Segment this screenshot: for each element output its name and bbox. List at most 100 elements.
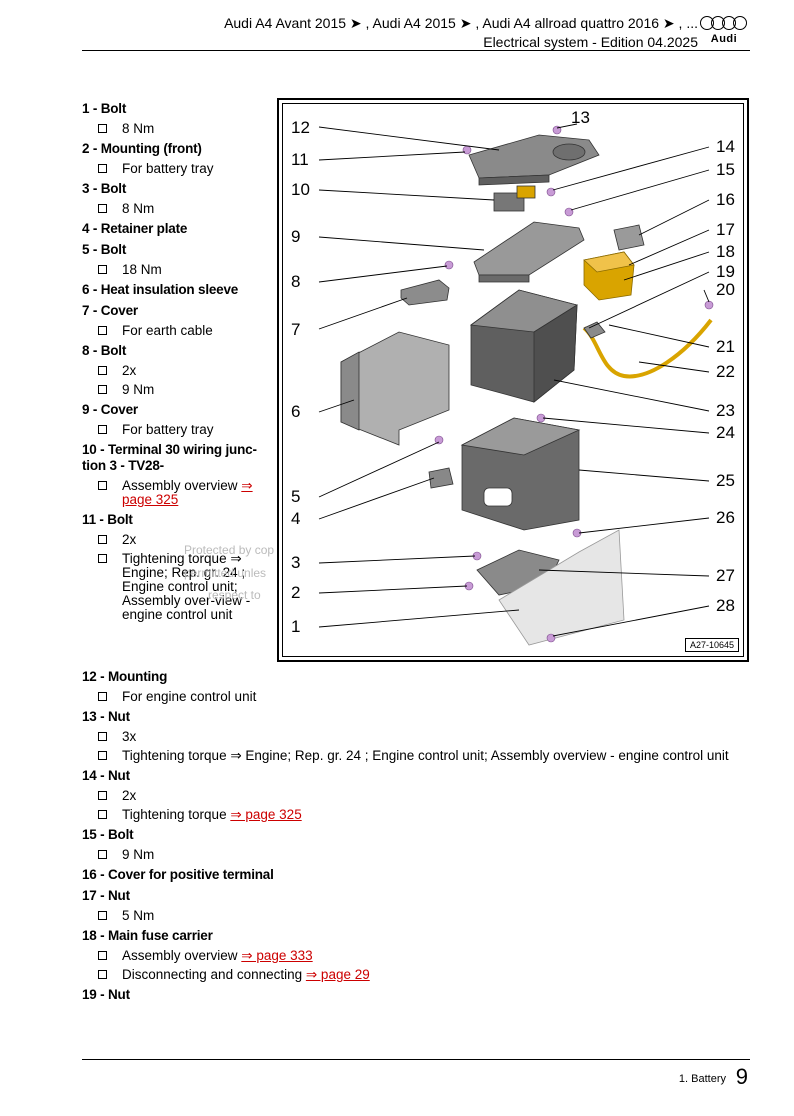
- item-detail: Assembly overview ⇒ page 325: [82, 479, 272, 507]
- detail-text: 9 Nm: [122, 847, 155, 862]
- footer-divider: [82, 1059, 750, 1060]
- callout-number: 21: [716, 337, 735, 356]
- detail-text: Assembly overview: [122, 948, 242, 963]
- item-detail: For battery tray: [82, 423, 272, 437]
- callout-number: 2: [291, 583, 301, 602]
- detail-text: 2x: [122, 788, 137, 803]
- checkbox-bullet-icon: [98, 164, 107, 173]
- watermark-line: Protected by cop: [184, 543, 275, 557]
- detail-text: 3x: [122, 729, 137, 744]
- item-title: 14 - Nut: [82, 768, 130, 783]
- callout-number: 15: [716, 160, 735, 179]
- page-number: 9: [735, 1064, 748, 1089]
- callout-number: 5: [291, 487, 301, 506]
- item-title: 5 - Bolt: [82, 242, 127, 257]
- checkbox-bullet-icon: [98, 425, 107, 434]
- detail-text: 2x: [122, 363, 137, 378]
- mounting-part: [468, 134, 600, 186]
- callout-number: 14: [716, 137, 735, 156]
- audi-rings-icon: [700, 16, 748, 30]
- detail-text: For engine control unit: [122, 689, 257, 704]
- item-title: 6 - Heat insulation sleeve: [82, 282, 239, 297]
- fuse-carrier-part: [583, 251, 635, 301]
- audi-logo-text: Audi: [710, 33, 738, 45]
- detail-text: 9 Nm: [122, 382, 155, 397]
- callout-number: 11: [291, 150, 309, 169]
- callout-number: 17: [716, 220, 735, 239]
- callout-number: 26: [716, 508, 735, 527]
- item-title: 8 - Bolt: [82, 343, 127, 358]
- item-detail: For battery tray: [82, 162, 272, 176]
- checkbox-bullet-icon: [98, 810, 107, 819]
- detail-text: For earth cable: [122, 323, 213, 338]
- item-title: 3 - Bolt: [82, 181, 127, 196]
- item-title: 19 - Nut: [82, 987, 130, 1002]
- callout-number: 7: [291, 320, 301, 339]
- page-reference-link[interactable]: ⇒ page 333: [241, 948, 313, 963]
- item-title: 7 - Cover: [82, 303, 138, 318]
- callout-number: 10: [291, 180, 310, 199]
- checkbox-bullet-icon: [98, 911, 107, 920]
- checkbox-bullet-icon: [98, 791, 107, 800]
- checkbox-bullet-icon: [98, 535, 107, 544]
- callout-number: 1: [291, 617, 301, 636]
- item-detail: Assembly overview ⇒ page 333: [82, 949, 750, 963]
- item-detail: 8 Nm: [82, 122, 272, 136]
- checkbox-bullet-icon: [98, 265, 107, 274]
- callout-number: 12: [291, 118, 310, 137]
- document-header: Audi A4 Avant 2015 ➤ , Audi A4 2015 ➤ , …: [224, 14, 698, 52]
- item-detail: 8 Nm: [82, 202, 272, 216]
- callout-number: 22: [716, 362, 735, 381]
- checkbox-bullet-icon: [98, 751, 107, 760]
- retainer-plate-part: [428, 467, 454, 489]
- page-reference-link[interactable]: ⇒ page 29: [305, 967, 370, 982]
- checkbox-bullet-icon: [98, 732, 107, 741]
- item-detail: Disconnecting and connecting ⇒ page 29: [82, 968, 750, 982]
- detail-text: For battery tray: [122, 422, 214, 437]
- checkbox-bullet-icon: [98, 850, 107, 859]
- item-detail: Tightening torque ⇒ Engine; Rep. gr. 24 …: [82, 749, 750, 763]
- item-title: 9 - Cover: [82, 402, 138, 417]
- callout-number: 13: [571, 108, 590, 127]
- callout-number: 6: [291, 402, 301, 421]
- detail-text: Tightening torque ⇒ Engine; Rep. gr. 24 …: [122, 748, 729, 763]
- page-reference-link[interactable]: ⇒ page 325: [122, 478, 253, 507]
- battery-part: [469, 289, 578, 403]
- callout-number: 16: [716, 190, 735, 209]
- checkbox-bullet-icon: [98, 326, 107, 335]
- item-detail: For earth cable: [82, 324, 272, 338]
- item-title: 18 - Main fuse carrier: [82, 928, 213, 943]
- callout-number: 23: [716, 401, 735, 420]
- checkbox-bullet-icon: [98, 692, 107, 701]
- terminal-cover-part: [613, 224, 645, 251]
- callout-number: 18: [716, 242, 735, 261]
- item-detail: For engine control unit: [82, 690, 750, 704]
- item-detail: 2x: [82, 533, 272, 547]
- detail-text: Disconnecting and connecting: [122, 967, 306, 982]
- detail-text: 8 Nm: [122, 201, 155, 216]
- item-title: 13 - Nut: [82, 709, 130, 724]
- watermark-line: respect to: [208, 588, 261, 602]
- figure-reference: A27-10645: [684, 638, 739, 652]
- item-detail: 2x: [82, 364, 272, 378]
- checkbox-bullet-icon: [98, 951, 107, 960]
- callout-number: 3: [291, 553, 301, 572]
- callout-number: 24: [716, 423, 735, 442]
- item-title: 10 - Terminal 30 wiring junc-tion 3 - TV…: [82, 442, 257, 473]
- earth-cable-cover-part: [400, 279, 450, 306]
- item-detail: Tightening torque ⇒ Engine; Rep. gr. 24 …: [82, 552, 272, 622]
- figure-frame: [282, 103, 744, 657]
- callout-number: 4: [291, 509, 301, 528]
- detail-text: Tightening torque: [122, 807, 231, 822]
- checkbox-bullet-icon: [98, 385, 107, 394]
- detail-text: 18 Nm: [122, 262, 162, 277]
- checkbox-bullet-icon: [98, 481, 107, 490]
- detail-text: 5 Nm: [122, 908, 155, 923]
- item-title: 12 - Mounting: [82, 669, 168, 684]
- page-reference-link[interactable]: ⇒ page 325: [230, 807, 302, 822]
- battery-tray-part: [460, 417, 581, 531]
- item-title: 17 - Nut: [82, 888, 130, 903]
- battery-cable-part: [582, 318, 713, 379]
